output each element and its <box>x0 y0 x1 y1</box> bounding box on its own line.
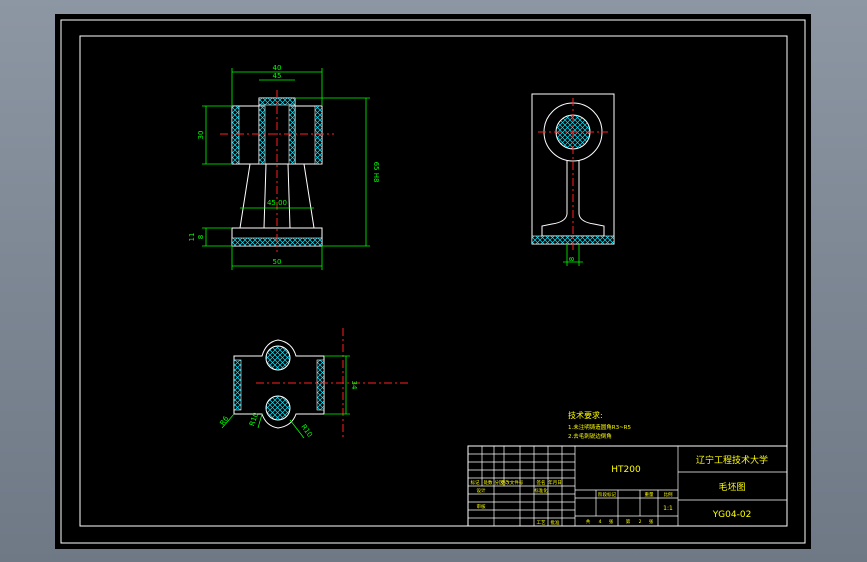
tb-drawing-code: YG04-02 <box>712 510 752 520</box>
tb-scale-value: 1:1 <box>663 505 673 512</box>
dim-base-width: 50 <box>273 258 282 266</box>
plan-hole-top <box>265 345 291 371</box>
outer-border <box>60 19 806 544</box>
dim-left-height: 30 <box>197 131 205 140</box>
tb-review-label: 审核 <box>477 503 486 510</box>
tb-school: 辽宁工程技术大学 <box>696 454 768 466</box>
dim-side-base: 8 <box>568 257 576 261</box>
front-view: 40 45 30 65 H8 45.00 50 11 8 <box>188 64 380 270</box>
tb-sheet-total: 4 <box>599 519 602 525</box>
tb-sheet-index: 2 <box>639 519 642 525</box>
tb-mark-label: 标记 <box>471 479 480 486</box>
tech-req-line2: 2.去毛刺锐边倒角 <box>568 432 612 440</box>
tech-req-heading: 技术要求: <box>568 410 603 420</box>
title-block: 标记 处数 分区 更改文件号 签名 年月日 设计 标准化 审核 工艺 批准 HT… <box>467 445 788 527</box>
front-inner-right-hatch <box>288 105 296 165</box>
plan-right-hatch <box>316 359 325 411</box>
inner-frame <box>79 35 788 527</box>
sheet-background <box>55 14 811 549</box>
tb-stage-label: 阶段标记 <box>598 491 616 498</box>
tb-drawing-name: 毛坯图 <box>718 481 745 493</box>
tb-scale-label: 比例 <box>664 491 673 498</box>
tb-design-label: 设计 <box>477 487 486 494</box>
tb-sign-label: 签名 <box>537 479 546 486</box>
tb-standard-label: 标准化 <box>534 487 548 494</box>
tb-material: HT200 <box>611 465 641 475</box>
dim-base-left-2: 8 <box>197 235 205 239</box>
dim-plan-right: 34 <box>350 381 358 390</box>
dim-top-width2: 45 <box>273 72 282 80</box>
dim-base-left-1: 11 <box>188 233 196 242</box>
drawing-sheet <box>55 14 811 549</box>
side-view: 8 <box>531 93 615 266</box>
tb-sheet-total-label: 共 <box>586 518 591 525</box>
front-neck <box>239 163 315 229</box>
tb-approve-label: 批准 <box>551 519 560 526</box>
dim-top-width: 40 <box>273 64 282 72</box>
front-left-wall-hatch <box>231 105 240 165</box>
dim-mid-diameter: 45.00 <box>267 199 287 207</box>
tb-process-label: 工艺 <box>537 520 546 526</box>
dim-overall-height: 65 H8 <box>372 162 380 183</box>
technical-requirements: 技术要求: 1.未注明铸造圆角R3~R5 2.去毛刺锐边倒角 <box>568 410 631 440</box>
tb-sheet-unit1: 张 <box>609 518 614 525</box>
tb-date-label: 年月日 <box>548 479 562 486</box>
tb-zone-label: 分区 <box>495 479 504 486</box>
tb-count-label: 处数 <box>484 479 493 486</box>
tb-sheet-unit2: 张 <box>649 518 654 525</box>
front-inner-left-hatch <box>258 105 266 165</box>
front-right-wall-hatch <box>314 105 323 165</box>
plan-hole-bottom <box>265 395 291 421</box>
tech-req-line1: 1.未注明铸造圆角R3~R5 <box>568 423 631 431</box>
tb-sheet-index-label: 第 <box>626 518 631 525</box>
tb-weight-label: 重量 <box>645 491 654 498</box>
plan-left-hatch <box>233 359 242 411</box>
tb-change-doc-label: 更改文件号 <box>501 479 524 486</box>
